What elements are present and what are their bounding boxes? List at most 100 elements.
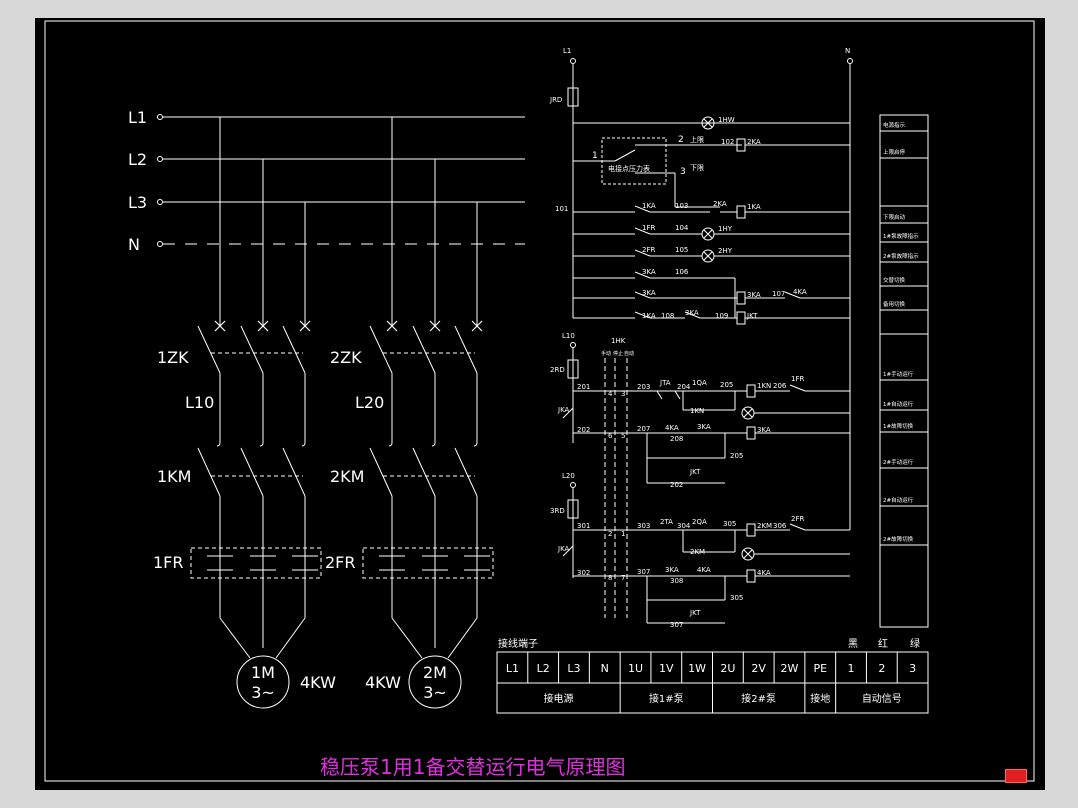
- fuse-label: 2RD: [550, 366, 565, 374]
- terminal-group-label: 接电源: [544, 692, 574, 705]
- terminal-cell: L3: [567, 662, 580, 675]
- legend-table: [879, 114, 929, 628]
- wire-number: 105: [675, 246, 688, 254]
- lamp-label: 1HY: [718, 225, 733, 233]
- contact-label: 2QA: [692, 518, 707, 526]
- contact-label: 2KA: [713, 200, 727, 208]
- drawing-title: 稳压泵1用1备交替运行电气原理图: [320, 755, 626, 779]
- control-circuit: [562, 58, 853, 624]
- contact-label: 4KA: [665, 424, 679, 432]
- selector-pin: 5: [621, 432, 625, 440]
- terminal-cell: 2V: [751, 662, 766, 675]
- drawing-canvas: L1 L2 L3 N 1ZK 2ZK L10 L20 1KM 2KM 1FR 2…: [35, 18, 1045, 790]
- wire-number: 208: [670, 435, 683, 443]
- wire-number: 206: [773, 382, 787, 390]
- contact-label: 1QA: [692, 379, 707, 387]
- terminal-cell: 1U: [628, 662, 643, 675]
- terminal-cell: 3: [909, 662, 916, 675]
- selector-pin: 1: [621, 530, 625, 538]
- gauge-terminal: 1: [592, 151, 598, 161]
- main-circuit-labels: L1 L2 L3 N 1ZK 2ZK L10 L20 1KM 2KM 1FR 2…: [128, 108, 447, 702]
- wire-number: 306: [773, 522, 787, 530]
- breaker-label: 1ZK: [157, 348, 189, 367]
- contact-label: JKT: [689, 468, 701, 476]
- contact-label: JKA: [557, 406, 570, 414]
- wire-number: 204: [677, 383, 691, 391]
- signal-header: 绿: [910, 637, 920, 650]
- wire-number: 307: [637, 568, 650, 576]
- lamp-label: 1HW: [718, 116, 735, 124]
- terminal-cell: 2U: [720, 662, 735, 675]
- legend-row-label: 下限启动: [883, 213, 906, 221]
- terminal-group-label: 自动信号: [862, 692, 902, 705]
- motor-type: 3~: [423, 683, 447, 702]
- breaker-label: 2ZK: [330, 348, 362, 367]
- gauge-terminal: 2: [678, 135, 684, 145]
- motor-1-circle: [236, 655, 290, 709]
- wire-number: 101: [555, 205, 568, 213]
- phase-label: N: [128, 235, 140, 254]
- wire-number: 103: [675, 202, 688, 210]
- line-label: L10: [562, 332, 575, 340]
- wire-number: 202: [577, 426, 590, 434]
- phase-label: L1: [128, 108, 147, 127]
- logo: [1005, 769, 1027, 783]
- wire-number: 106: [675, 268, 689, 276]
- schematic-svg: L1 L2 L3 N 1ZK 2ZK L10 L20 1KM 2KM 1FR 2…: [44, 20, 1035, 782]
- wire-number: 102: [721, 138, 734, 146]
- wire-number: 302: [577, 569, 590, 577]
- terminal-group-label: 接1#泵: [649, 692, 684, 705]
- motor-name: 1M: [251, 663, 275, 682]
- selector-label: 1HK: [611, 337, 626, 345]
- relay-coil-label: 2KA: [747, 138, 761, 146]
- wire-number: 205: [730, 452, 743, 460]
- contact-label: 2TA: [660, 518, 673, 526]
- relay-coil-label: JKT: [746, 312, 758, 320]
- contact-label: 1FR: [642, 224, 655, 232]
- terminal-grid: [527, 652, 898, 713]
- relay-coil-label: 3KA: [747, 291, 761, 299]
- terminal-labels: 接线端子 黑 红 绿: [498, 637, 920, 650]
- terminal-cell: 1W: [688, 662, 706, 675]
- gauge-label: 电接点压力表: [608, 164, 650, 173]
- terminal-caption: 接线端子: [498, 637, 538, 650]
- wire-number: 107: [772, 290, 785, 298]
- upper-limit-label: 上限: [690, 135, 704, 144]
- wire-number: 305: [723, 520, 736, 528]
- motor-type: 3~: [251, 683, 275, 702]
- wire-number: 304: [677, 522, 691, 530]
- selector-pin: 3: [621, 390, 625, 398]
- legend-row-label: 1#自动运行: [883, 400, 914, 408]
- wire-number: 207: [637, 425, 650, 433]
- contactor-label: 1KM: [157, 467, 191, 486]
- terminal-groups: 接电源接1#泵接2#泵接地自动信号: [544, 692, 902, 705]
- terminal-cell: 1: [848, 662, 855, 675]
- legend-row-label: 1#泵故障指示: [883, 232, 919, 240]
- relay-coil-label: 1KN: [757, 382, 771, 390]
- terminal-group-label: 接地: [810, 692, 830, 705]
- legend-row-label: 电源指示: [883, 121, 906, 129]
- legend-row-label: 2#泵故障指示: [883, 252, 919, 260]
- legend-row-label: 2#自动运行: [883, 496, 914, 504]
- selector-position: 停止: [613, 350, 623, 357]
- relay-coil-label: 2KM: [757, 522, 772, 530]
- supply-l: L1: [563, 47, 571, 55]
- relay-coil-label: 3KA: [757, 426, 771, 434]
- wire-number: 201: [577, 383, 590, 391]
- contact-label: 1FR: [791, 375, 804, 383]
- legend-row-label: 1#故障切换: [883, 422, 914, 430]
- contact-label: 2KM: [690, 548, 705, 556]
- contact-label: 1KA: [642, 312, 656, 320]
- contact-label: JKA: [557, 545, 570, 553]
- relay-label: 1FR: [153, 553, 184, 572]
- lower-limit-label: 下限: [690, 163, 704, 172]
- signal-header: 黑: [848, 638, 858, 650]
- motor-name: 2M: [423, 663, 447, 682]
- selector-pin: 8: [608, 574, 612, 582]
- terminal-cell: L2: [537, 662, 550, 675]
- contact-label: 3KA: [642, 268, 656, 276]
- breaker-line-label: L10: [185, 393, 214, 412]
- legend-row-label: 1#手动运行: [883, 370, 914, 378]
- motor-2-circle: [408, 655, 462, 709]
